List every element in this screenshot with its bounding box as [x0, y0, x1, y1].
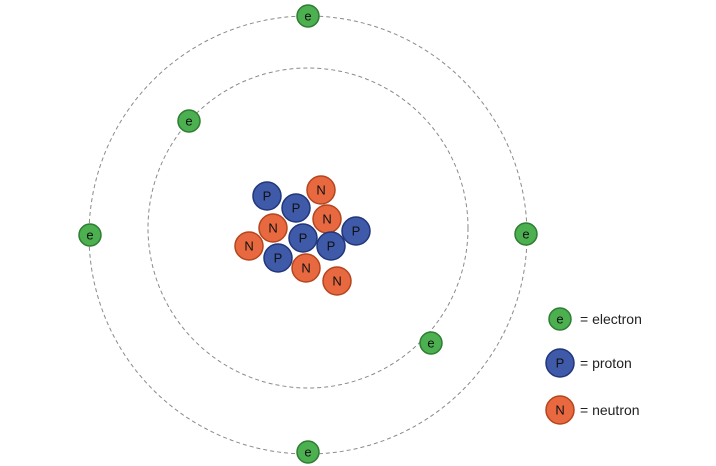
- proton: P: [316, 231, 346, 261]
- proton: P: [263, 243, 293, 273]
- neutron: N: [312, 204, 342, 234]
- svg-text:P: P: [327, 239, 336, 254]
- svg-text:e: e: [427, 336, 434, 351]
- electron: e: [296, 440, 320, 464]
- svg-text:N: N: [316, 183, 325, 198]
- legend-item-proton: P = proton: [545, 348, 632, 378]
- svg-text:P: P: [352, 224, 361, 239]
- svg-text:N: N: [268, 221, 277, 236]
- svg-text:e: e: [185, 114, 192, 129]
- proton: P: [341, 216, 371, 246]
- neutron: N: [322, 266, 352, 296]
- svg-text:P: P: [299, 231, 308, 246]
- svg-text:e: e: [304, 9, 311, 24]
- legend: e = electron P = proton N = neutron: [545, 307, 642, 425]
- proton-legend-icon: P: [545, 348, 575, 378]
- svg-text:N: N: [555, 403, 564, 418]
- legend-label-neutron: = neutron: [580, 402, 640, 418]
- legend-label-proton: = proton: [580, 355, 632, 371]
- svg-text:P: P: [556, 356, 565, 371]
- proton: P: [252, 181, 282, 211]
- nucleus: N P P N N P P N P P N N: [234, 175, 371, 296]
- neutron-legend-icon: N: [545, 395, 575, 425]
- svg-text:P: P: [292, 201, 301, 216]
- electron-legend-icon: e: [548, 307, 572, 331]
- svg-text:e: e: [304, 445, 311, 460]
- inner-orbit: [147, 67, 469, 389]
- svg-text:N: N: [332, 274, 341, 289]
- neutron: N: [291, 253, 321, 283]
- electron: e: [296, 4, 320, 28]
- electron: e: [514, 222, 538, 246]
- electron: e: [419, 331, 443, 355]
- svg-text:N: N: [322, 212, 331, 227]
- svg-text:P: P: [274, 251, 283, 266]
- neutron: N: [234, 231, 264, 261]
- svg-text:N: N: [301, 261, 310, 276]
- legend-label-electron: = electron: [580, 311, 642, 327]
- proton: P: [288, 223, 318, 253]
- svg-text:N: N: [244, 239, 253, 254]
- electron: e: [177, 109, 201, 133]
- electron: e: [78, 223, 102, 247]
- legend-item-electron: e = electron: [548, 307, 642, 331]
- svg-text:P: P: [263, 189, 272, 204]
- svg-text:e: e: [86, 228, 93, 243]
- neutron: N: [258, 213, 288, 243]
- proton: P: [281, 193, 311, 223]
- svg-text:e: e: [522, 227, 529, 242]
- legend-item-neutron: N = neutron: [545, 395, 640, 425]
- svg-text:e: e: [556, 312, 563, 327]
- neutron: N: [306, 175, 336, 205]
